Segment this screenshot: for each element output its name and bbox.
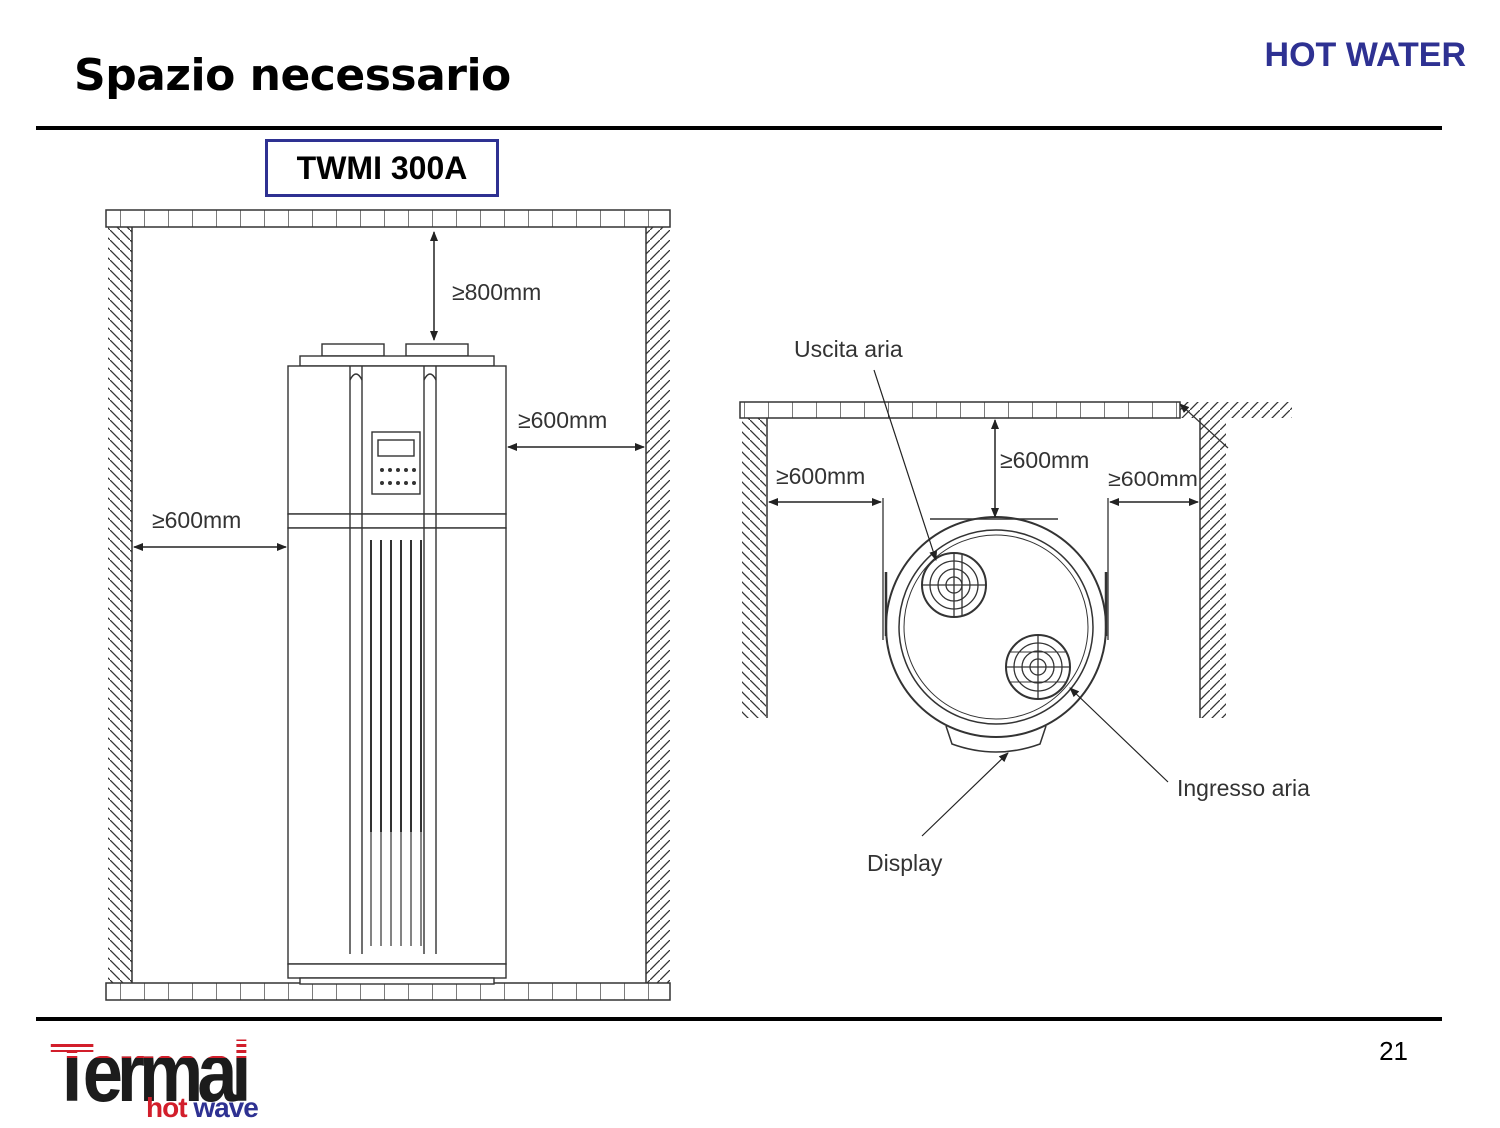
dim-back-label: ≥600mm <box>1000 447 1089 473</box>
top-view: ≥600mm ≥600mm ≥600mm Uscita aria Ingress… <box>739 336 1310 876</box>
back-wall <box>739 401 1181 419</box>
leader-air-inlet <box>1069 687 1169 783</box>
dim-top-label: ≥800mm <box>452 279 541 305</box>
logo-tagline-wave: wave <box>193 1092 258 1123</box>
heat-pump-unit <box>287 343 507 985</box>
dim-top-right-label: ≥600mm <box>1108 468 1198 491</box>
air-outlet-fan <box>921 552 987 618</box>
right-wall <box>646 227 670 983</box>
page-title: Spazio necessario <box>74 50 511 101</box>
air-inlet-fan <box>1005 634 1071 700</box>
leader-air-outlet <box>873 369 938 561</box>
label-air-inlet: Ingresso aria <box>1177 775 1310 801</box>
logo-tagline-hot: hot <box>146 1092 188 1123</box>
front-view: ≥800mm ≥600mm ≥600mm <box>105 209 671 1001</box>
label-display: Display <box>867 850 943 876</box>
leader-display <box>921 752 1009 837</box>
dim-top-left-label: ≥600mm <box>776 463 865 489</box>
control-buttons <box>380 468 416 485</box>
label-air-outlet: Uscita aria <box>794 336 903 362</box>
left-wall <box>108 227 132 983</box>
floor-wall <box>105 982 671 1001</box>
left-side-wall <box>742 418 766 718</box>
back-wall-hatch <box>1180 402 1292 418</box>
page-number: 21 <box>1379 1036 1408 1066</box>
termal-logo: Termal hot wave <box>44 1028 294 1128</box>
footer-divider <box>36 1017 1442 1021</box>
ceiling-wall <box>105 209 671 228</box>
logo-tagline: hot wave <box>146 1092 259 1123</box>
front-ribs <box>370 540 422 832</box>
model-label: TWMI 300A <box>265 139 499 197</box>
dim-right-label: ≥600mm <box>518 407 607 433</box>
brand-tag: HOT WATER <box>1264 36 1466 74</box>
dim-left-label: ≥600mm <box>152 507 241 533</box>
right-side-wall <box>1200 418 1226 718</box>
logo-stripes <box>46 1032 284 1058</box>
header-divider <box>36 126 1442 130</box>
unit-top <box>884 516 1108 753</box>
